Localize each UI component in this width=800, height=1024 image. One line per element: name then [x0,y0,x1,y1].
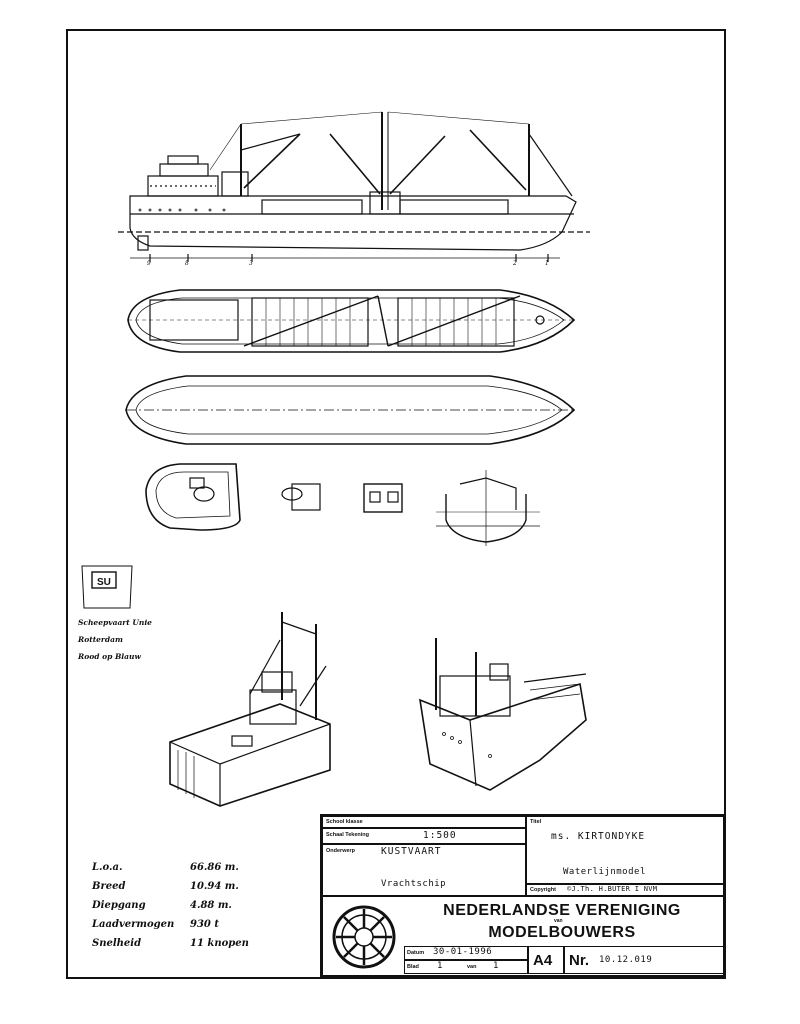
frame-mark: 1 [545,260,549,267]
scale-cell: Schaal Tekening 1:500 [322,828,526,844]
number-cell: Nr. 10.12.019 [564,946,724,974]
spec-row: Diepgang 4.88 m. [92,896,280,915]
date-cell: Datum 30-01-1996 [404,946,528,960]
spec-value: 10.94 m. [190,881,239,892]
school-label: School klasse [326,819,363,825]
sheet-cell: Blad 1 van 1 [404,960,528,974]
paper-size: A4 [533,952,553,969]
frame-mark: 3 [249,260,253,267]
org-name-line2: MODELBOUWERS [488,924,636,941]
copyright-cell: Copyright ©J.Th. H.BUTER I NVM [526,884,724,896]
deck-plan [127,289,576,353]
title-cell: Titel ms. KIRTONDYKE Waterlijnmodel [526,816,724,884]
funnel-flag [81,565,133,609]
scale-label: Schaal Tekening [326,832,369,838]
flag-caption-line: Rotterdam [78,635,123,644]
org-van: van [554,918,563,924]
title-sub: Waterlijnmodel [563,867,646,877]
scale-value: 1:500 [423,830,457,841]
subject-sub: Vrachtschip [381,879,447,889]
spec-value: 11 knopen [190,938,249,949]
school-cell: School klasse [322,816,526,828]
spec-value: 4.88 m. [190,900,232,911]
drawing-sheet-border [66,29,726,979]
sheet-value: 1 [437,961,444,971]
frame-mark: 2 [513,260,517,267]
organization-cell [322,896,724,976]
spec-row: L.o.a. 66.86 m. [92,858,280,877]
sheet-label: Blad [407,964,419,970]
number-label: Nr. [569,952,590,969]
date-value: 30-01-1996 [433,947,493,957]
spec-row: Snelheid 11 knopen [92,934,280,953]
detail-views [145,463,540,546]
spec-row: Breed 10.94 m. [92,877,280,896]
title-block: School klasse Schaal Tekening 1:500 Onde… [320,814,726,978]
sheet-of-label: van [467,964,477,970]
copyright-label: Copyright [530,887,556,893]
flag-caption: Scheepvaart Unie Rotterdam Rood op Blauw [78,614,152,665]
spec-value: 930 t [190,919,219,930]
title-value: ms. KIRTONDYKE [551,831,646,842]
flag-caption-line: Scheepvaart Unie [78,618,152,627]
subject-label: Onderwerp [326,848,356,854]
spec-label: Laadvermogen [92,919,175,930]
number-value: 10.12.019 [599,955,653,965]
spec-label: Breed [92,881,126,892]
frame-mark: 8 [185,260,189,267]
date-label: Datum [407,950,425,956]
subject-cell: Onderwerp KUSTVAART Vrachtschip [322,844,526,896]
paper-size-cell: A4 [528,946,564,974]
org-name-line1: NEDERLANDSE VERENIGING [443,902,681,919]
nvm-logo-icon [332,905,396,969]
frame-mark: 9 [147,260,151,267]
sheet-total: 1 [493,961,500,971]
flag-letters: SU [97,577,111,588]
waterline-plan [125,375,576,445]
spec-label: L.o.a. [92,862,123,873]
spec-value: 66.86 m. [190,862,239,873]
perspective-view-stern [418,638,587,791]
copyright-value: ©J.Th. H.BUTER I NVM [567,885,658,893]
perspective-view-bow [169,612,331,807]
spec-row: Laadvermogen 930 t [92,915,280,934]
spec-label: Diepgang [92,900,146,911]
subject-value: KUSTVAART [381,846,442,857]
spec-label: Snelheid [92,938,142,949]
title-label: Titel [530,819,542,825]
flag-caption-line: Rood op Blauw [78,652,141,661]
side-elevation [118,111,590,262]
ship-specifications: L.o.a. 66.86 m. Breed 10.94 m. Diepgang 4.8… [92,858,280,953]
